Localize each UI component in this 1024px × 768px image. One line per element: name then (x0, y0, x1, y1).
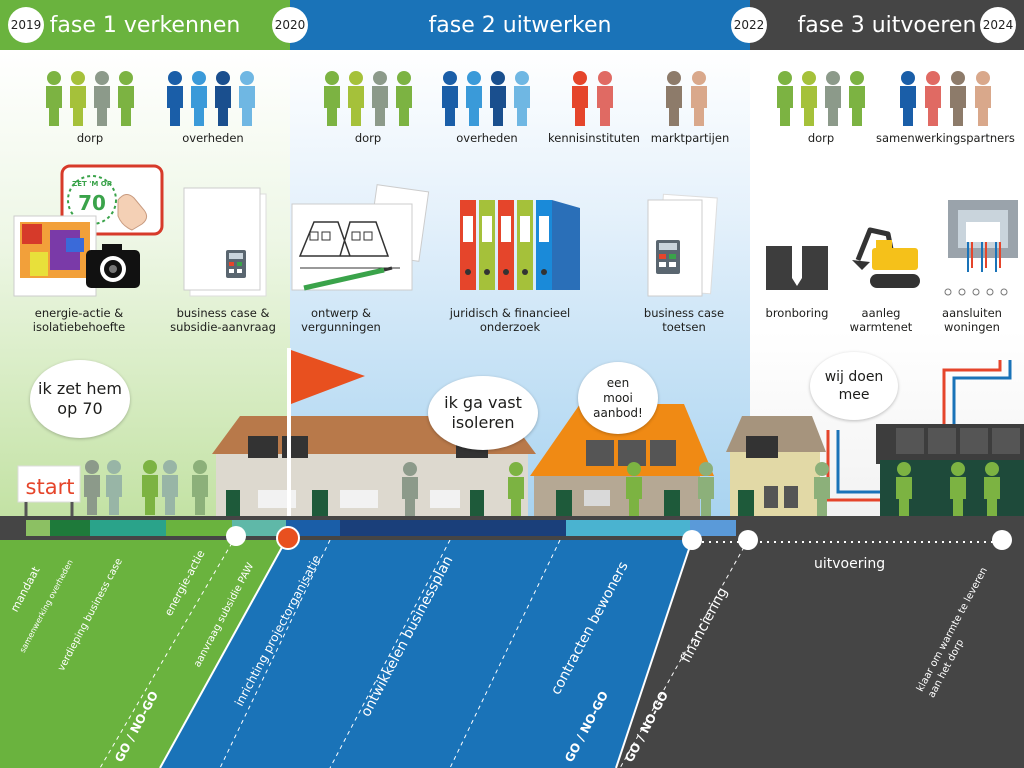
activity-label-ontwerp: ontwerp & vergunningen (301, 306, 381, 334)
phase-title-2: fase 2 uitwerken (428, 12, 612, 38)
road-strip (0, 516, 1024, 540)
speech-bubble-4: wij doen mee (810, 352, 898, 420)
design-drawings-icon (291, 184, 430, 291)
year-badge-2024: 2024 (980, 7, 1016, 43)
group-dorp-1-icon (46, 71, 134, 126)
group-label-overheden-2: overheden (456, 131, 518, 145)
activity-label-aanleg: aanleg warmtenet (849, 306, 913, 334)
milestone-end[interactable] (992, 530, 1012, 550)
start-sign: start (17, 465, 81, 518)
milestone-go-nogo-2[interactable] (682, 530, 702, 550)
year-badge-2022: 2022 (731, 7, 767, 43)
milestone-go-nogo-1[interactable] (226, 526, 246, 546)
activity-label-energie: energie-actie & isolatiebehoefte (32, 306, 126, 334)
house-small (726, 416, 826, 518)
group-dorp-3-icon (777, 71, 865, 126)
village-scene: start (17, 348, 1024, 520)
group-label-dorp-1: dorp (76, 131, 104, 145)
group-label-kennisinstituten: kennisinstituten (548, 131, 640, 145)
milestone-start-fase2[interactable] (276, 526, 300, 550)
year-badge-2020: 2020 (272, 7, 308, 43)
thermal-photo-icon (13, 215, 97, 297)
poster-70-icon: ZET 'M OP 70 (60, 164, 164, 236)
house-connection-icon (944, 200, 1018, 296)
activity-label-juridisch: juridisch & financieel onderzoek (449, 306, 571, 334)
speech-bubble-1: ik zet hem op 70 (30, 360, 130, 438)
speech-bubble-1-text: ik zet hem op 70 (38, 379, 122, 418)
group-label-overheden-1: overheden (182, 131, 244, 145)
flag-icon (287, 348, 365, 520)
phase-header-1: fase 1 verkennen (0, 0, 290, 50)
speech-bubble-2-text: ik ga vast isoleren (444, 393, 522, 432)
camera-icon (86, 244, 140, 288)
binders-icon (460, 200, 580, 290)
group-kennisinstituten-icon (572, 71, 613, 126)
group-label-dorp-2: dorp (354, 131, 382, 145)
phase-title-3: fase 3 uitvoeren (797, 12, 977, 38)
phase-title-1: fase 1 verkennen (49, 12, 241, 38)
activity-label-business-toetsen: business case toetsen (643, 306, 725, 334)
group-label-marktpartijen: marktpartijen (650, 131, 730, 145)
phase-header-2: fase 2 uitwerken (290, 0, 750, 50)
group-samenwerkingspartners-icon (900, 71, 991, 126)
speech-bubble-3: een mooi aanbod! (578, 362, 658, 434)
group-label-samenwerkingspartners: samenwerkingspartners (876, 131, 1015, 145)
year-badge-2019: 2019 (8, 7, 44, 43)
drilling-icon (766, 236, 828, 290)
speech-bubble-4-text: wij doen mee (824, 369, 884, 403)
business-case-documents-icon (183, 187, 267, 297)
start-label: start (26, 475, 75, 499)
excavator-icon (852, 227, 920, 288)
speech-bubble-2: ik ga vast isoleren (428, 376, 538, 450)
poster-line1: ZET 'M OP (72, 180, 112, 188)
business-case-toetsen-documents-icon (647, 193, 718, 297)
people-groups (46, 71, 991, 126)
house-orange (530, 404, 714, 518)
group-overheden-1-icon (167, 71, 255, 126)
activity-label-aansluiten: aansluiten woningen (942, 306, 1002, 334)
group-dorp-2-icon (324, 71, 412, 126)
bottom-timeline (0, 540, 1024, 768)
group-label-dorp-3: dorp (807, 131, 835, 145)
group-overheden-2-icon (442, 71, 530, 126)
group-marktpartijen-icon (666, 71, 707, 126)
milestone-go-nogo-3[interactable] (738, 530, 758, 550)
activity-illustrations: ZET 'M OP 70 (13, 164, 1018, 297)
phase-header-3: fase 3 uitvoeren (750, 0, 1024, 50)
poster-line2: 70 (78, 191, 106, 215)
speech-bubble-3-text: een mooi aanbod! (593, 375, 643, 420)
uitvoering-label: uitvoering (814, 556, 886, 572)
activity-label-business-case: business case & subsidie-aanvraag (170, 306, 276, 334)
activity-label-bronboring: bronboring (765, 306, 829, 320)
